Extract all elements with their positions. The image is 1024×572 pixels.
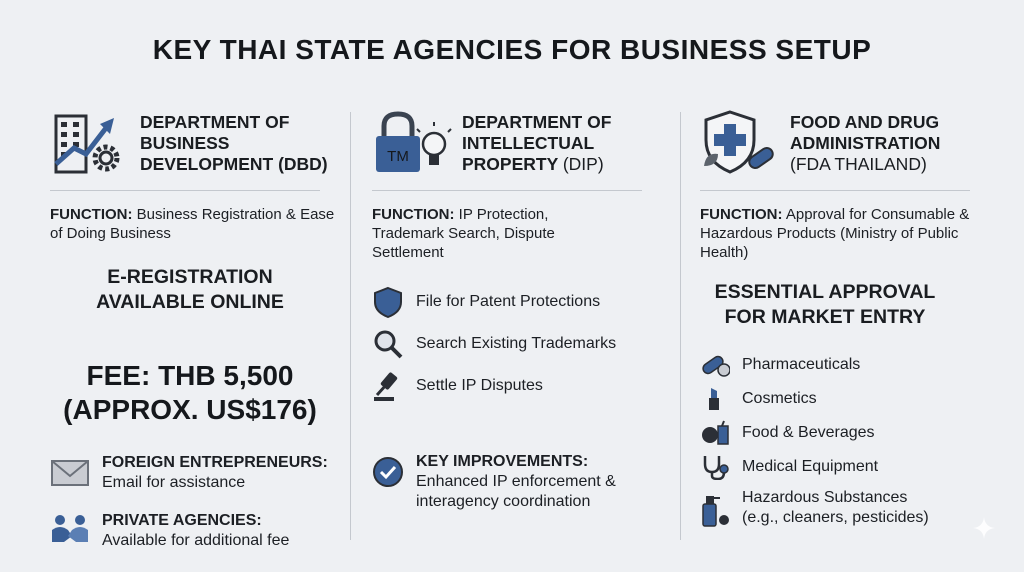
spray-bottle-icon [702, 496, 729, 527]
check-circle-icon [373, 457, 403, 487]
column-divider [680, 112, 681, 540]
dbd-function: FUNCTION: Business Registration & Ease o… [50, 206, 335, 242]
envelope-icon [51, 460, 89, 486]
improvements-text: Enhanced IP enforcement & interagency co… [416, 473, 616, 510]
tm-text: TM [387, 148, 409, 165]
dip-item-label: Settle IP Disputes [416, 377, 543, 394]
lipstick-icon [709, 388, 719, 410]
fda-item: Food & Beverages [700, 420, 1000, 446]
registration-fee: FEE: THB 5,500 (APPROX. US$176) [63, 360, 317, 425]
sparkle-icon [973, 517, 995, 539]
gavel-icon [374, 372, 398, 401]
fda-item: Pharmaceuticals [700, 352, 1000, 378]
fda-item-sublabel: (e.g., cleaners, pesticides) [742, 509, 929, 526]
dip-item-label: Search Existing Trademarks [416, 335, 617, 352]
dip-rule [372, 190, 642, 191]
trademark-lock-bulb-icon: TM [376, 111, 452, 172]
dip-item: Settle IP Disputes [372, 370, 672, 402]
fda-item: Medical Equipment [700, 454, 1000, 480]
dbd-section: DEPARTMENT OF BUSINESS DEVELOPMENT (DBD)… [50, 108, 340, 551]
dip-item: File for Patent Protections [372, 286, 672, 318]
dip-title: DEPARTMENT OF INTELLECTUAL PROPERTY (DIP… [462, 112, 612, 174]
dip-section: TM DEPARTMENT OF INTELLECTUAL PROPERTY (… [372, 108, 672, 548]
dip-function: FUNCTION: IP Protection, Trademark Searc… [372, 206, 555, 261]
fda-section: FOOD AND DRUG ADMINISTRATION (FDA THAILA… [700, 108, 1000, 548]
dip-item-label: File for Patent Protections [416, 293, 601, 310]
fda-rule [700, 190, 970, 191]
building-growth-icon [54, 114, 120, 174]
private-label: PRIVATE AGENCIES: [102, 512, 262, 529]
foreign-text: Email for assistance [102, 474, 246, 491]
dbd-rule [50, 190, 320, 191]
foreign-entrepreneurs-contact: FOREIGN ENTREPRENEURS: Email for assista… [50, 453, 340, 493]
fda-title: FOOD AND DRUG ADMINISTRATION (FDA THAILA… [790, 112, 941, 174]
key-improvements: KEY IMPROVEMENTS: Enhanced IP enforcemen… [372, 452, 672, 512]
dip-item: Search Existing Trademarks [372, 328, 672, 360]
fda-item: Hazardous Substances (e.g., cleaners, pe… [700, 488, 1000, 528]
dbd-title: DEPARTMENT OF BUSINESS DEVELOPMENT (DBD) [140, 112, 328, 174]
fda-item-label: Food & Beverages [742, 424, 875, 441]
fda-item: Cosmetics [700, 386, 1000, 412]
foreign-label: FOREIGN ENTREPRENEURS: [102, 454, 328, 471]
market-entry-note: ESSENTIAL APPROVAL FOR MARKET ENTRY [714, 281, 936, 328]
stethoscope-icon [703, 456, 729, 480]
fda-function: FUNCTION: Approval for Consumable & Haza… [700, 206, 970, 261]
e-registration-note: E-REGISTRATION AVAILABLE ONLINE [96, 266, 284, 313]
page-title: KEY THAI STATE AGENCIES FOR BUSINESS SET… [152, 34, 872, 65]
private-text: Available for additional fee [102, 532, 290, 549]
improvements-label: KEY IMPROVEMENTS: [416, 453, 589, 470]
food-icon [702, 420, 729, 445]
magnifier-icon [374, 330, 403, 359]
handshake-icon [52, 515, 88, 542]
medical-shield-icon [704, 110, 774, 174]
fda-item-label: Pharmaceuticals [742, 356, 861, 373]
pill-icon [702, 355, 730, 377]
fda-item-label: Medical Equipment [742, 458, 879, 475]
shield-icon [374, 286, 402, 318]
fda-item-label: Hazardous Substances [742, 489, 908, 506]
column-divider [350, 112, 351, 540]
private-agencies-info: PRIVATE AGENCIES: Available for addition… [50, 511, 340, 551]
fda-item-label: Cosmetics [742, 390, 817, 407]
